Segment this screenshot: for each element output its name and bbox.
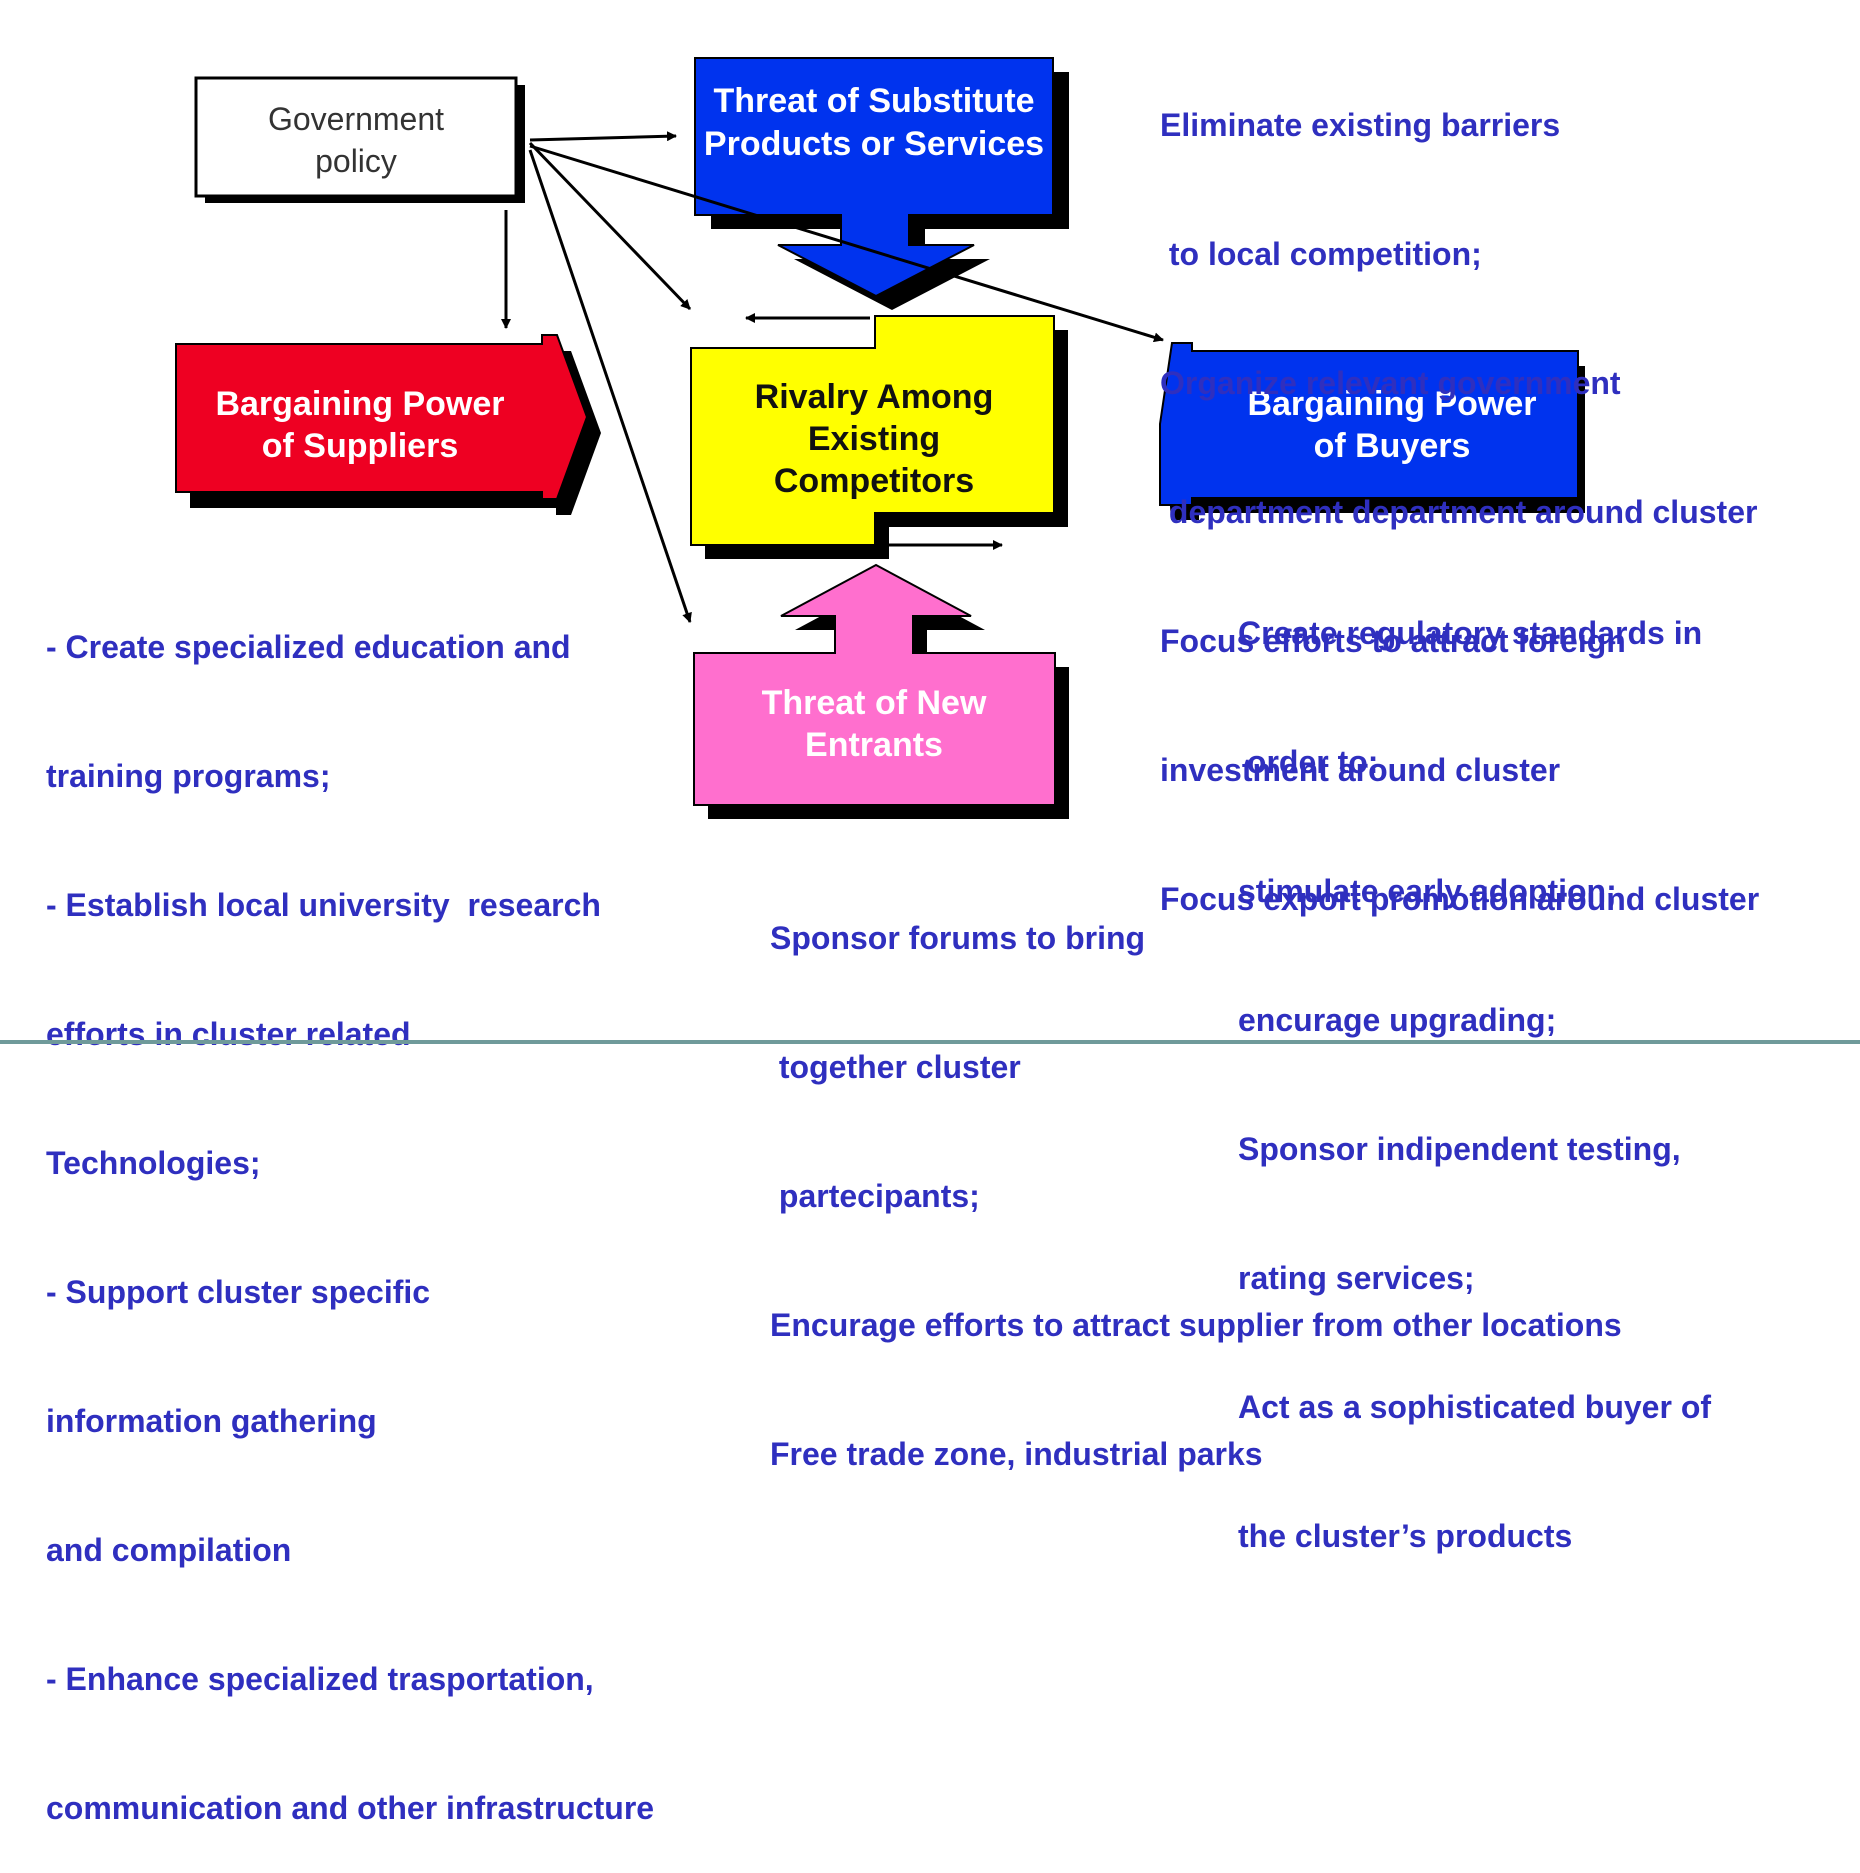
government-influence-arrows bbox=[501, 131, 1164, 623]
arrow-to-substitutes bbox=[529, 131, 677, 142]
bargaining-power-suppliers-label-line2: of Suppliers bbox=[262, 427, 458, 465]
rivalry-box: Rivalry Among Existing Competitors bbox=[690, 315, 1068, 559]
rivalry-cycle-arrows bbox=[745, 313, 1003, 550]
note-line: - Establish local university research bbox=[46, 887, 601, 923]
rivalry-label-line2: Existing bbox=[808, 420, 940, 458]
note-line: - Create specialized education and bbox=[46, 629, 571, 665]
arrow-to-new-entrants bbox=[528, 149, 692, 623]
note-line: Eliminate existing barriers bbox=[1160, 107, 1561, 143]
government-policy-label-line1: Government bbox=[268, 101, 444, 137]
note-line: Encurage efforts to attract supplier fro… bbox=[770, 1307, 1622, 1343]
note-line: - Enhance specialized trasportation, bbox=[46, 1661, 594, 1697]
note-line: the cluster’s products bbox=[1238, 1518, 1573, 1554]
note-line: Create regulatory standards in bbox=[1238, 615, 1703, 651]
bargaining-power-buyers-label-line2: of Buyers bbox=[1314, 427, 1471, 465]
note-line: - Support cluster specific bbox=[46, 1274, 431, 1310]
bargaining-power-suppliers-box: Bargaining Power of Suppliers bbox=[175, 334, 601, 515]
bargaining-power-buyers-label-line1: Bargaining Power bbox=[1247, 385, 1536, 423]
note-line: order to: bbox=[1238, 744, 1379, 780]
government-policy-label-line2: policy bbox=[315, 143, 397, 179]
threat-of-substitutes-shape bbox=[694, 57, 1054, 298]
bargaining-power-suppliers-shape bbox=[175, 334, 589, 500]
bargaining-power-suppliers-label-line1: Bargaining Power bbox=[215, 385, 504, 423]
note-line: together cluster bbox=[770, 1049, 1021, 1085]
bargaining-power-buyers-shape bbox=[1159, 342, 1579, 506]
bottom-divider bbox=[0, 1040, 1860, 1044]
bargaining-power-buyers-box: Bargaining Power of Buyers bbox=[1159, 342, 1585, 520]
note-line: Focus efforts to attract foreign bbox=[1160, 623, 1626, 659]
note-line: investment around cluster bbox=[1160, 752, 1561, 788]
government-actions-new-entrants: Sponsor forums to bring together cluster… bbox=[770, 831, 1622, 1519]
rivalry-label-line1: Rivalry Among bbox=[755, 378, 994, 416]
note-line: to local competition; bbox=[1160, 236, 1482, 272]
government-actions-suppliers: - Create specialized education and train… bbox=[46, 540, 654, 1873]
arrow-to-buyers bbox=[529, 144, 1164, 343]
threat-of-substitutes-box: Threat of Substitute Products or Service… bbox=[694, 57, 1069, 310]
note-line: partecipants; bbox=[770, 1178, 980, 1214]
government-actions-competition: Eliminate existing barriers to local com… bbox=[1160, 18, 1759, 964]
note-line: Sponsor forums to bring bbox=[770, 920, 1146, 956]
note-line: information gathering bbox=[46, 1403, 377, 1439]
note-line: efforts in cluster related bbox=[46, 1016, 411, 1052]
note-line: stimulate early adoption; bbox=[1238, 873, 1617, 909]
threat-of-new-entrants-label-line2: Entrants bbox=[805, 726, 943, 764]
threat-of-new-entrants-shape bbox=[693, 563, 1056, 806]
note-line: Technologies; bbox=[46, 1145, 261, 1181]
note-line: and compilation bbox=[46, 1532, 292, 1568]
government-policy-box: Government policy bbox=[194, 76, 525, 203]
note-line: Organize relevant government bbox=[1160, 365, 1621, 401]
threat-of-substitutes-label-line1: Threat of Substitute bbox=[713, 82, 1034, 120]
note-line: department department around cluster bbox=[1160, 494, 1758, 530]
threat-of-new-entrants-box: Threat of New Entrants bbox=[693, 563, 1069, 819]
note-line: Focus export promotion around cluster bbox=[1160, 881, 1760, 917]
threat-of-substitutes-label-line2: Products or Services bbox=[704, 125, 1044, 163]
rivalry-shape bbox=[690, 315, 1055, 546]
note-line: Free trade zone, industrial parks bbox=[770, 1436, 1263, 1472]
arrow-to-rivalry bbox=[528, 141, 692, 311]
five-forces-diagram: Government policy Threat of Substitute P… bbox=[175, 57, 1585, 819]
note-line: encurage upgrading; bbox=[1238, 1002, 1557, 1038]
threat-of-new-entrants-label-line1: Threat of New bbox=[762, 684, 987, 722]
note-line: communication and other infrastructure bbox=[46, 1790, 655, 1826]
note-line: training programs; bbox=[46, 758, 331, 794]
rivalry-label-line3: Competitors bbox=[774, 462, 974, 500]
